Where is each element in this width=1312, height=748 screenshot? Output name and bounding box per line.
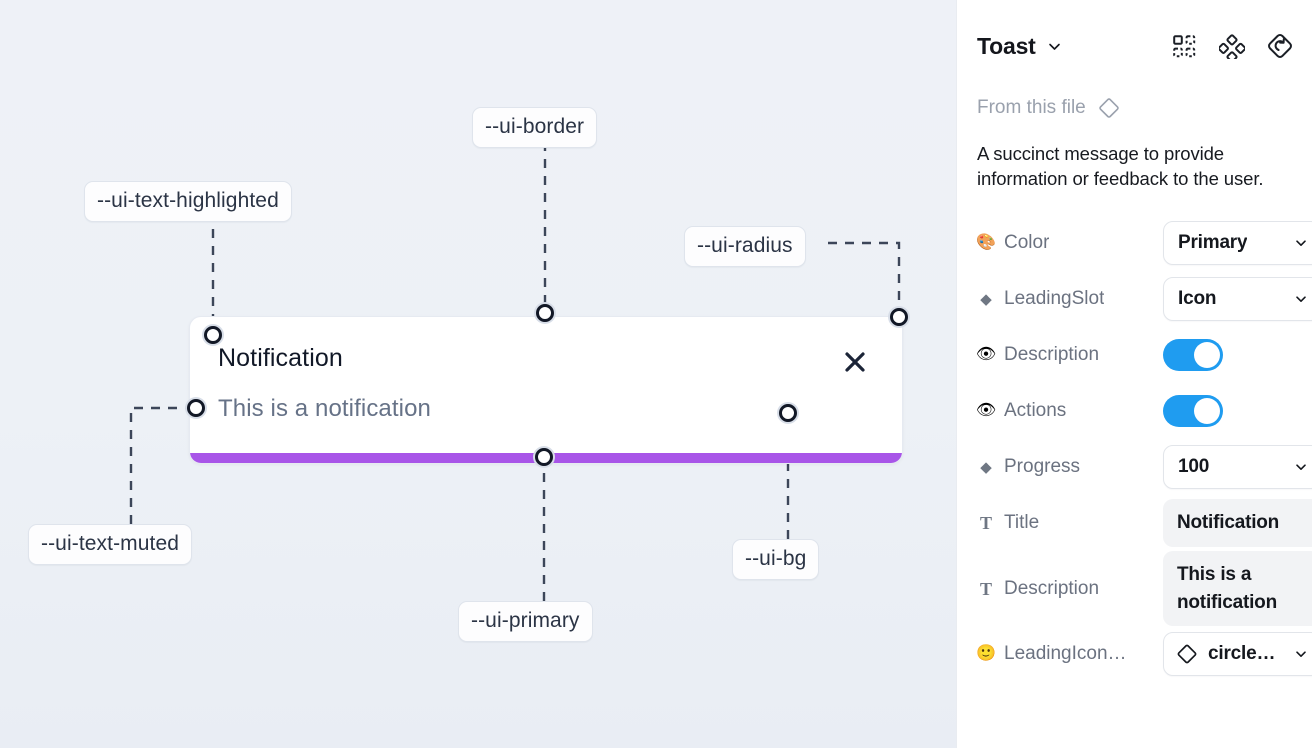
property-label-description-text: Description (1004, 577, 1100, 599)
diamond-emoji-icon: ◆ (980, 458, 992, 476)
diamond-emoji-icon: ◆ (980, 290, 992, 308)
property-label-actions: Actions (1004, 400, 1067, 422)
smiley-emoji-icon: 🙂 (976, 645, 996, 663)
token-label-ui-primary[interactable]: --ui-primary (458, 601, 593, 642)
toggle-knob (1194, 342, 1220, 369)
property-row-title: T Title Notification (973, 495, 1312, 551)
eye-emoji-icon: 👁 (975, 402, 997, 420)
chevron-down-icon (1288, 292, 1308, 306)
reset-diamond-icon[interactable] (1266, 32, 1294, 60)
toggle-knob (1194, 398, 1220, 425)
panel-title: Toast (977, 32, 1036, 59)
design-canvas[interactable]: Notification This is a notification --ui… (0, 0, 956, 748)
property-label-color: Color (1004, 232, 1050, 254)
panel-header: Toast (973, 0, 1296, 92)
token-label-ui-radius[interactable]: --ui-radius (684, 226, 806, 267)
text-t-icon: T (979, 513, 992, 534)
leadingicon-select[interactable]: circle… (1163, 632, 1312, 677)
anchor-ui-text-highlighted[interactable] (204, 326, 222, 344)
chevron-down-icon (1288, 647, 1308, 661)
chevron-down-icon (1288, 460, 1308, 474)
color-select-value: Primary (1178, 232, 1248, 254)
anchor-ui-radius[interactable] (890, 308, 908, 326)
inspector-panel: Toast (956, 0, 1312, 748)
leadingslot-select-value: Icon (1178, 288, 1217, 310)
property-row-progress: ◆ Progress 100 (973, 439, 1312, 495)
color-select[interactable]: Primary (1163, 221, 1312, 266)
property-row-leadingicon: 🙂 LeadingIcon… circle… (973, 626, 1312, 682)
diamond-icon (1175, 642, 1199, 666)
token-label-ui-text-muted[interactable]: --ui-text-muted (28, 524, 193, 565)
component-description: A succinct message to provide informatio… (977, 143, 1264, 189)
property-label-description-visibility: Description (1004, 344, 1100, 366)
property-row-description-text: T Description This is a notification (973, 551, 1312, 627)
property-label-leadingslot: LeadingSlot (1004, 288, 1105, 310)
palette-emoji-icon: 🎨 (976, 234, 996, 252)
anchor-ui-border[interactable] (536, 304, 554, 322)
anchor-ui-text-muted[interactable] (187, 399, 205, 417)
from-this-file-label: From this file (977, 97, 1086, 118)
actions-toggle[interactable] (1163, 395, 1223, 428)
property-label-leadingicon: LeadingIcon… (1004, 643, 1127, 665)
title-input[interactable]: Notification (1163, 499, 1312, 547)
toast-title: Notification (218, 344, 343, 372)
property-row-leadingslot: ◆ LeadingSlot Icon (973, 271, 1312, 327)
property-label-progress: Progress (1004, 456, 1081, 478)
progress-select-value: 100 (1178, 456, 1210, 478)
title-input-value: Notification (1177, 512, 1280, 534)
token-label-ui-border[interactable]: --ui-border (472, 107, 598, 148)
property-row-description-visibility: 👁 Description (973, 327, 1296, 383)
properties-list: 🎨 Color Primary ◆ LeadingSlot (973, 215, 1312, 682)
toast-preview-card[interactable]: Notification This is a notification (189, 316, 903, 464)
description-toggle[interactable] (1163, 339, 1223, 372)
panel-header-icons (1170, 32, 1296, 60)
token-label-ui-bg[interactable]: --ui-bg (732, 539, 820, 580)
text-t-icon: T (979, 578, 992, 599)
anchor-ui-bg[interactable] (779, 404, 797, 422)
eye-emoji-icon: 👁 (975, 346, 997, 364)
chevron-down-icon[interactable] (1047, 39, 1062, 54)
property-row-color: 🎨 Color Primary (973, 215, 1312, 271)
description-input[interactable]: This is a notification (1163, 551, 1312, 627)
diamond-icon (1096, 95, 1122, 121)
anchor-ui-primary[interactable] (535, 448, 553, 466)
toast-description: This is a notification (218, 395, 431, 422)
chevron-down-icon (1288, 236, 1308, 250)
property-row-actions: 👁 Actions (973, 383, 1296, 439)
property-label-title: Title (1004, 512, 1040, 534)
from-this-file-row: From this file (973, 92, 1296, 124)
close-icon[interactable] (840, 347, 870, 377)
leadingslot-select[interactable]: Icon (1163, 277, 1312, 322)
progress-select[interactable]: 100 (1163, 445, 1312, 490)
variants-diamond-cluster-icon[interactable] (1218, 32, 1246, 60)
description-input-value: This is a notification (1177, 564, 1277, 613)
token-label-ui-text-highlighted[interactable]: --ui-text-highlighted (84, 181, 292, 222)
component-grid-icon[interactable] (1170, 32, 1198, 60)
leadingicon-select-value: circle… (1208, 643, 1276, 665)
